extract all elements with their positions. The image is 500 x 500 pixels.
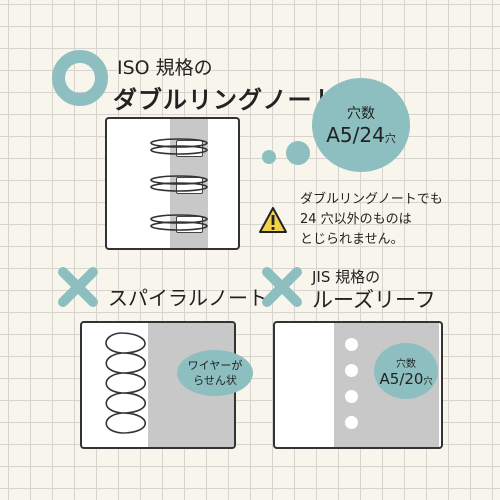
warning-text: ダブルリングノートでも 24 穴以外のものは とじられません。 [300, 192, 443, 247]
heading-double-ring: ダブルリングノート [113, 86, 338, 114]
ring-o-icon [52, 50, 108, 106]
spiral-wire [105, 332, 147, 434]
hole-count-bubble-loose: 穴数 A5/20穴 [374, 343, 438, 399]
double-ring-wires [150, 138, 208, 231]
thought-dot-small [262, 150, 276, 164]
punch-hole [345, 416, 358, 429]
double-ring-notebook [105, 117, 240, 250]
punch-hole [345, 364, 358, 377]
heading-iso: ISO 規格の [117, 57, 213, 79]
hole-count-label: 穴数 [396, 358, 416, 370]
punch-hole [345, 338, 358, 351]
wire-spiral-bubble: ワイヤーが らせん状 [177, 350, 253, 396]
cross-icon [262, 267, 302, 307]
warning-icon [259, 207, 287, 233]
thought-dot-large [286, 141, 310, 165]
cross-icon [58, 267, 98, 307]
loose-leaf-title-jis: JIS 規格の [312, 268, 381, 286]
loose-leaf-sheet [273, 321, 443, 449]
hole-count-value: A5/24穴 [326, 123, 396, 147]
hole-count-bubble-double: 穴数 A5/24穴 [312, 78, 410, 172]
spiral-notebook-title: スパイラルノート [108, 286, 268, 310]
hole-count-label: 穴数 [347, 106, 375, 122]
punch-hole [345, 390, 358, 403]
hole-count-value: A5/20穴 [379, 369, 433, 388]
loose-leaf-title: ルーズリーフ [312, 288, 436, 312]
spiral-notebook [80, 321, 236, 449]
